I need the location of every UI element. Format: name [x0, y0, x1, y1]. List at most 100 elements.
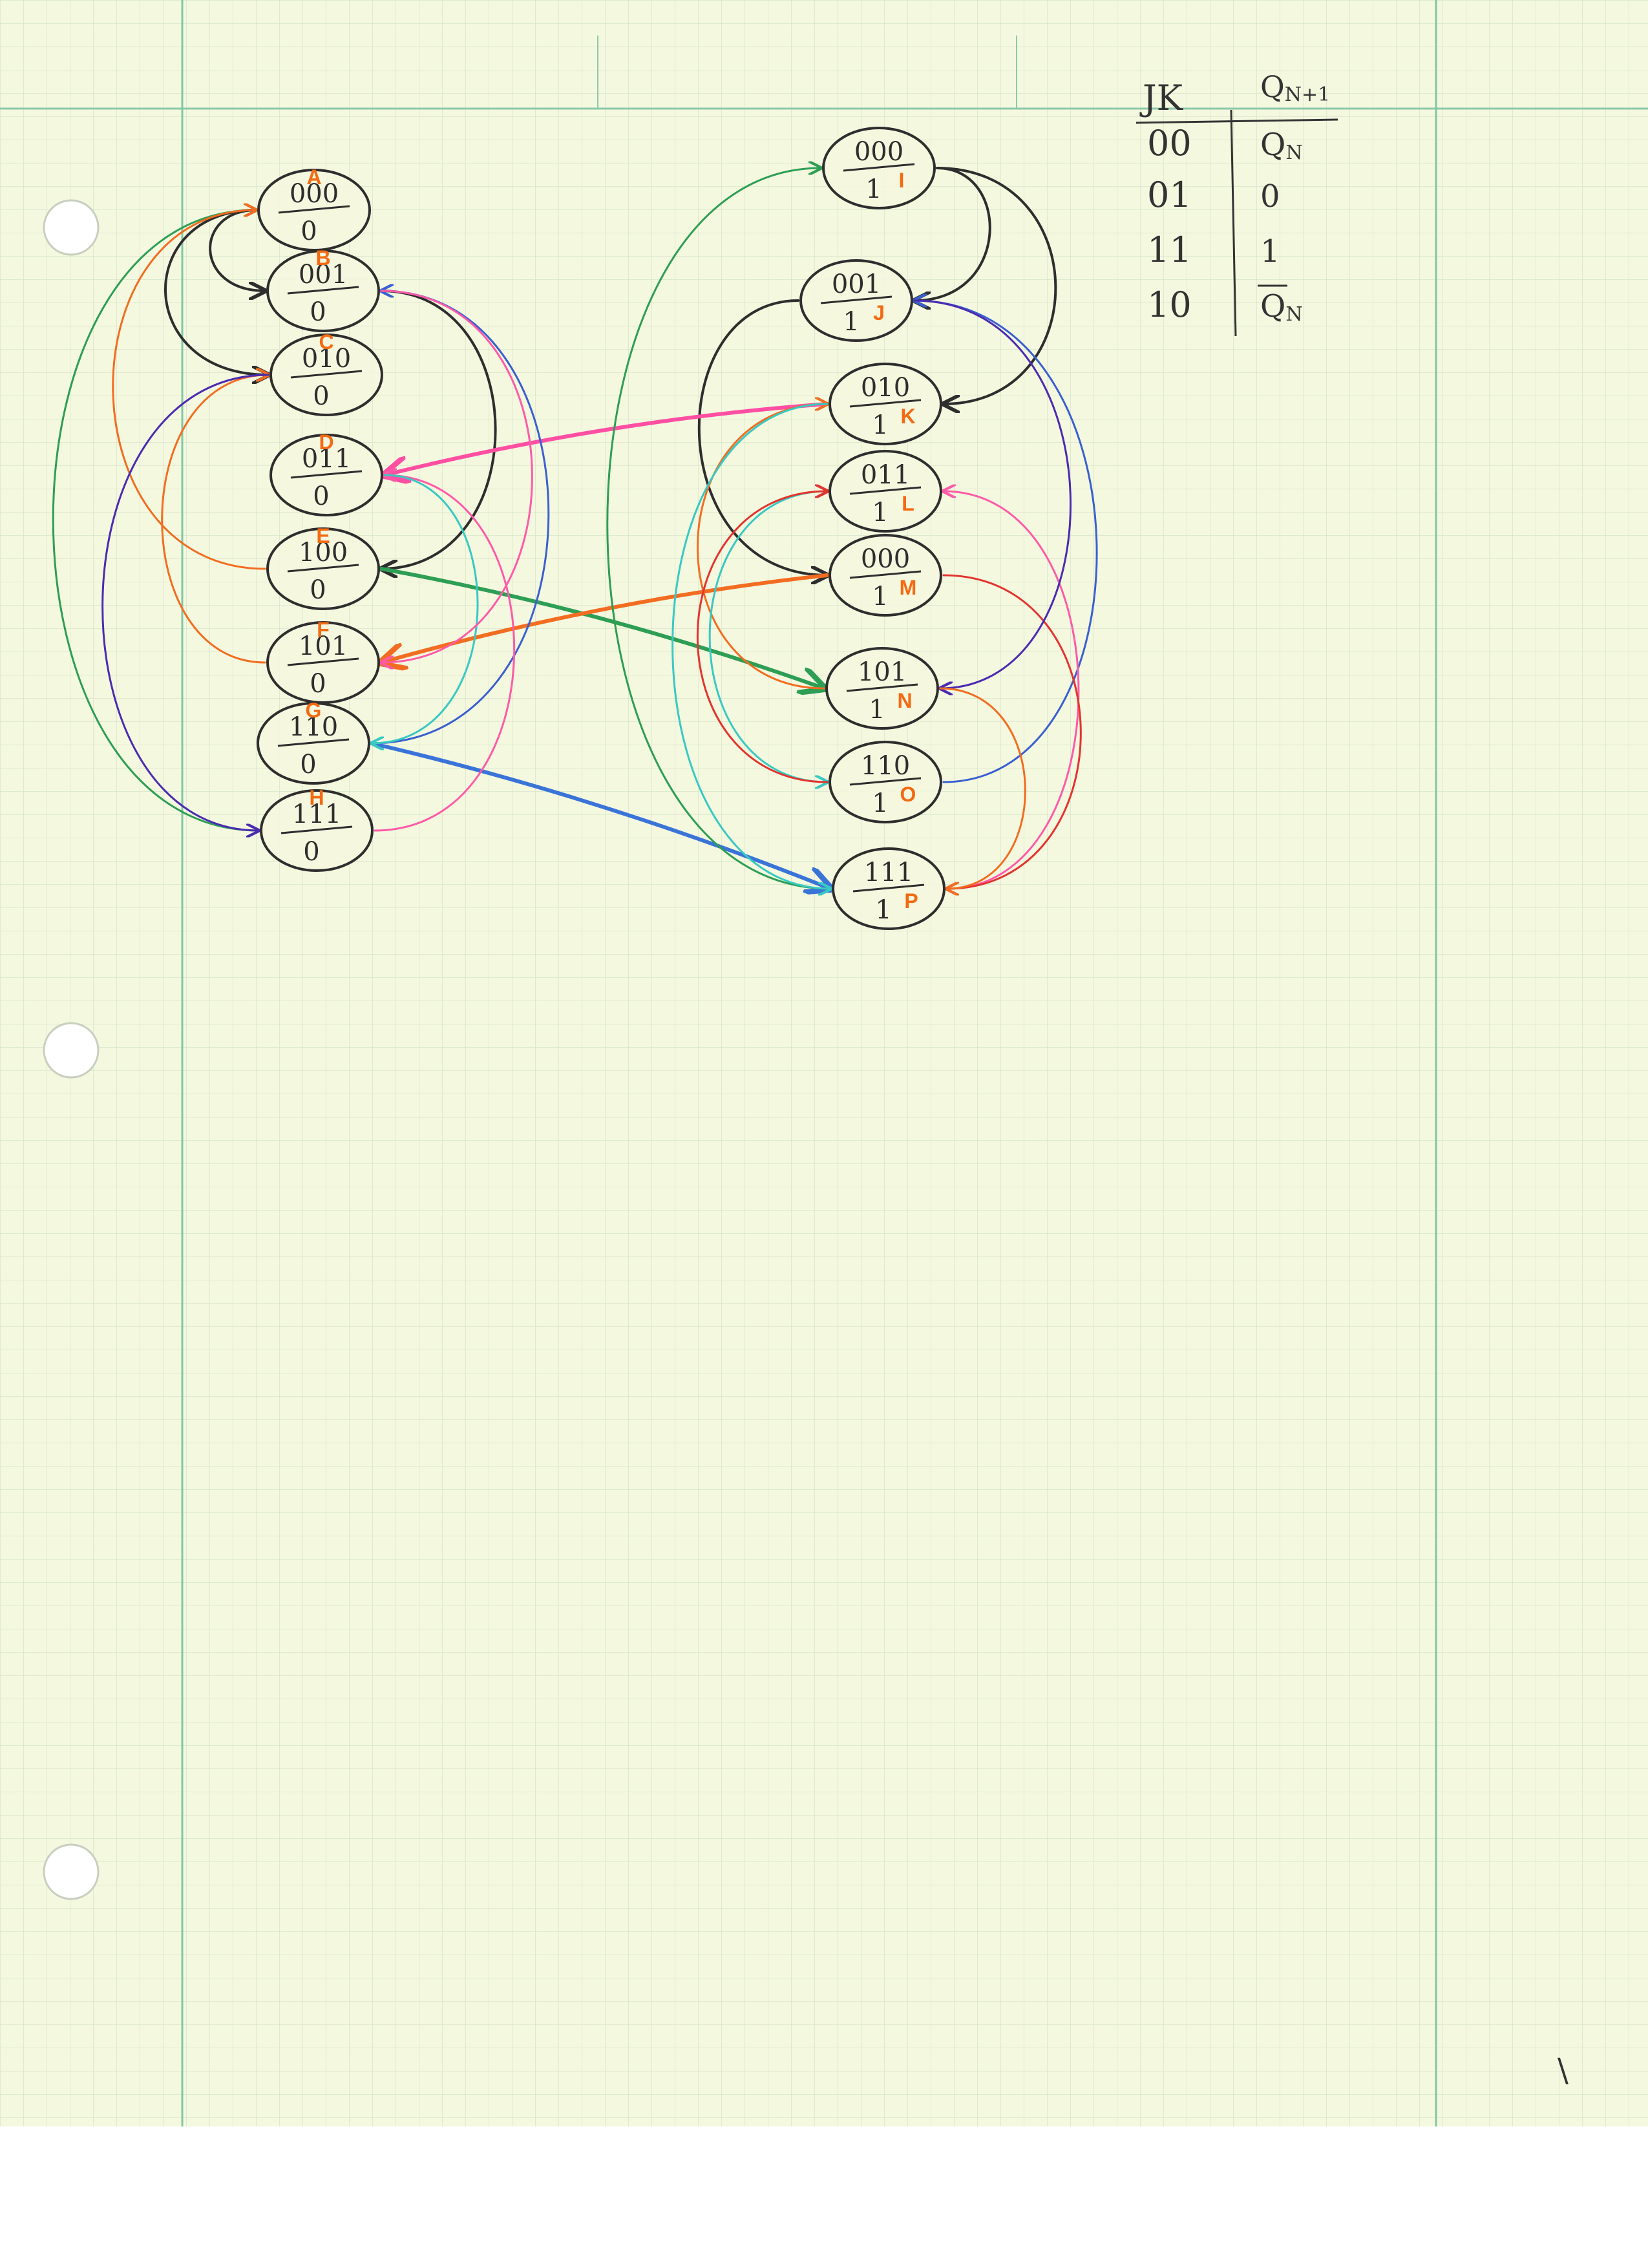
state-label: N — [897, 689, 912, 712]
state-top-value: 000 — [290, 179, 339, 209]
state-divider — [287, 564, 359, 573]
state-top-value: 011 — [302, 444, 351, 474]
transition-arrow — [381, 573, 829, 662]
transition-arrow — [379, 567, 824, 688]
state-label: G — [306, 699, 322, 722]
state-bottom-value: 0 — [301, 217, 317, 246]
state-top-value: 101 — [299, 631, 348, 661]
state-divider — [849, 486, 922, 495]
transition-arrow — [671, 403, 830, 889]
transition-arrow — [101, 374, 269, 831]
transition-arrow — [161, 375, 268, 664]
state-top-value: 001 — [832, 270, 881, 299]
transition-arrow — [939, 687, 1026, 889]
truth-table-jk-cell: 10 — [1147, 284, 1192, 325]
transition-arrow — [374, 475, 516, 832]
transition-arrow — [936, 167, 1057, 404]
state-bottom-value: 1 — [875, 895, 891, 925]
transition-arrow — [942, 574, 1082, 889]
transition-arrow — [697, 299, 827, 575]
transition-arrow — [381, 290, 533, 662]
transition-arrow — [708, 490, 827, 782]
state-node: 110 0 G — [257, 699, 370, 785]
state-bottom-value: 1 — [872, 498, 888, 527]
transition-arrow — [914, 301, 1098, 783]
state-top-value: 010 — [861, 373, 910, 403]
state-bottom-value: 0 — [313, 381, 329, 411]
state-divider — [290, 470, 363, 479]
truth-table-q-cell: 0 — [1260, 178, 1280, 215]
state-label: M — [900, 576, 917, 599]
state-bottom-value: 0 — [310, 669, 326, 699]
state-top-value: 011 — [861, 460, 910, 490]
state-label: A — [306, 165, 321, 189]
truth-table-jk-cell: 11 — [1147, 229, 1192, 270]
transition-arrows — [52, 167, 1098, 890]
truth-table-jk-cell: 00 — [1147, 123, 1192, 164]
state-divider — [849, 570, 922, 579]
state-divider — [849, 777, 922, 786]
state-label: D — [319, 430, 333, 454]
state-top-value: 101 — [858, 657, 907, 687]
truth-table-q-cell: QN — [1260, 288, 1303, 326]
binder-hole-bottom — [43, 1843, 100, 1900]
state-divider — [287, 286, 359, 295]
transition-arrow — [913, 299, 1072, 688]
transition-arrow — [385, 402, 829, 475]
state-top-value: 000 — [854, 137, 903, 167]
grid-pattern — [0, 0, 1648, 2126]
state-top-value: 010 — [302, 344, 351, 374]
state-label: J — [873, 301, 885, 324]
state-bottom-value: 1 — [865, 175, 882, 204]
transition-arrow — [696, 491, 827, 783]
state-bottom-value: 0 — [310, 297, 326, 327]
state-divider — [277, 738, 350, 747]
state-divider — [852, 884, 925, 893]
state-label: C — [319, 330, 333, 354]
state-top-value: 110 — [289, 712, 338, 742]
truth-table-jk-cell: 01 — [1147, 175, 1192, 215]
transition-arrow — [914, 167, 991, 301]
transition-arrow — [209, 209, 265, 291]
transition-arrow — [381, 290, 497, 569]
state-node: 010 0 C — [269, 330, 383, 416]
transition-arrow — [370, 291, 550, 745]
state-divider — [846, 683, 918, 692]
state-top-value: 100 — [299, 538, 348, 567]
state-divider — [287, 657, 359, 666]
truth-table-header-rule — [1136, 118, 1338, 124]
transition-arrow — [370, 741, 830, 889]
state-label: P — [904, 889, 918, 913]
state-bottom-value: 1 — [872, 410, 888, 440]
state-bottom-value: 0 — [303, 837, 319, 867]
state-divider — [849, 399, 922, 408]
transition-arrow — [112, 210, 266, 570]
state-bottom-value: 0 — [313, 482, 329, 511]
state-divider — [843, 163, 915, 172]
state-bottom-value: 0 — [300, 750, 316, 779]
transition-arrow — [944, 491, 1080, 890]
state-label: I — [899, 169, 905, 192]
state-label: K — [900, 405, 915, 428]
state-nodes: 0000A0010B0100C0110D1000E1010F1100G1110H… — [257, 127, 945, 930]
state-label: O — [900, 783, 916, 806]
truth-table-header-q: QN+1 — [1260, 69, 1330, 106]
state-divider — [280, 825, 353, 834]
state-node: 011 0 D — [269, 430, 383, 516]
state-label: B — [315, 246, 330, 270]
state-top-value: 110 — [861, 751, 910, 781]
state-label: L — [902, 492, 914, 515]
